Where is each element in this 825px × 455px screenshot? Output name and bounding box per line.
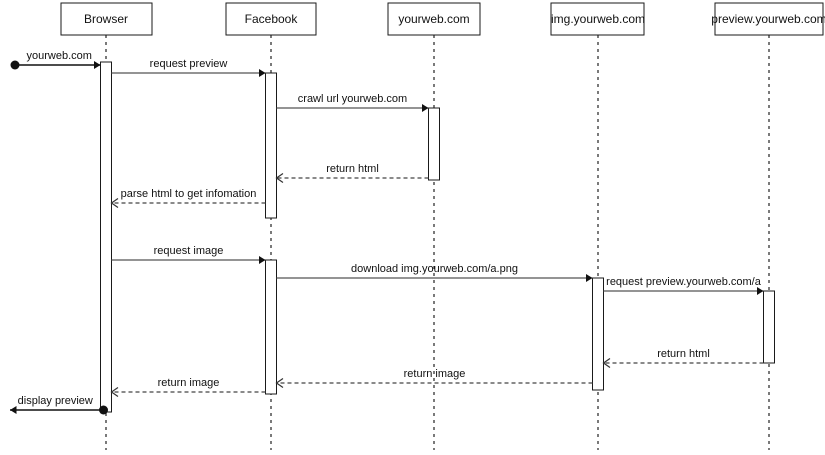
message-m6: request image <box>111 245 266 264</box>
message-m10: return image <box>275 368 593 388</box>
activation-bar-facebook <box>265 259 277 395</box>
arrowhead-icon <box>10 406 17 414</box>
participant-box[interactable] <box>714 2 824 36</box>
message-label: download img.yourweb.com/a.png <box>351 263 518 275</box>
message-label: return image <box>158 377 220 389</box>
participant-box[interactable] <box>225 2 317 36</box>
endpoint-dot-icon <box>10 60 20 70</box>
message-m8: request preview.yourweb.com/a <box>603 276 764 295</box>
message-label: return image <box>404 368 466 380</box>
activations-layer <box>100 61 775 413</box>
participant-yourweb[interactable]: yourweb.com <box>387 2 481 36</box>
messages-layer: yourweb.com request preview crawl url your… <box>10 50 764 415</box>
endpoint-dot-icon <box>99 405 108 415</box>
message-label: crawl url yourweb.com <box>298 93 407 105</box>
message-m12: display preview <box>10 395 108 415</box>
participant-label: preview.yourweb.com <box>711 12 825 26</box>
activation-bar-facebook <box>265 72 277 219</box>
participant-label: yourweb.com <box>398 12 469 26</box>
message-label: display preview <box>18 395 93 407</box>
participant-label: Browser <box>84 12 128 26</box>
participant-label: Facebook <box>245 12 299 26</box>
message-label: return html <box>657 348 710 360</box>
arrowhead-icon <box>602 358 611 368</box>
arrowhead-icon <box>586 274 593 282</box>
message-m4: return html <box>275 163 429 183</box>
arrowhead-icon <box>757 287 764 295</box>
participant-box[interactable] <box>60 2 153 36</box>
participant-box[interactable] <box>550 2 645 36</box>
message-m2: request preview <box>111 58 266 77</box>
message-label: yourweb.com <box>27 50 92 62</box>
participants-layer: Browser Facebook yourweb.com img.yourweb.co… <box>60 2 825 36</box>
participant-img[interactable]: img.yourweb.com <box>550 2 645 36</box>
message-m3: crawl url yourweb.com <box>276 93 429 112</box>
message-label: request preview <box>150 58 228 70</box>
message-label: return html <box>326 163 379 175</box>
arrowhead-icon <box>259 256 266 264</box>
participant-box[interactable] <box>387 2 481 36</box>
arrowhead-icon <box>259 69 266 77</box>
message-label: request image <box>154 245 224 257</box>
message-m1: yourweb.com <box>10 50 101 70</box>
activation-bar-img <box>592 277 604 391</box>
participant-label: img.yourweb.com <box>551 12 645 26</box>
message-m5: parse html to get infomation <box>110 188 266 208</box>
activation-bar-preview <box>763 290 775 364</box>
message-m11: return image <box>110 377 266 397</box>
participant-facebook[interactable]: Facebook <box>225 2 317 36</box>
message-m7: download img.yourweb.com/a.png <box>276 263 593 282</box>
activation-bar-browser <box>100 61 112 413</box>
message-label: parse html to get infomation <box>121 188 257 200</box>
arrowhead-icon <box>275 378 284 388</box>
arrowhead-icon <box>110 198 119 208</box>
message-m9: return html <box>602 348 764 368</box>
arrowhead-icon <box>422 104 429 112</box>
arrowhead-icon <box>110 387 119 397</box>
arrowhead-icon <box>275 173 284 183</box>
message-label: request preview.yourweb.com/a <box>606 276 762 288</box>
arrowhead-icon <box>94 61 101 69</box>
participant-preview[interactable]: preview.yourweb.com <box>711 2 825 36</box>
participant-browser[interactable]: Browser <box>60 2 153 36</box>
activation-bar-yourweb <box>428 107 440 181</box>
